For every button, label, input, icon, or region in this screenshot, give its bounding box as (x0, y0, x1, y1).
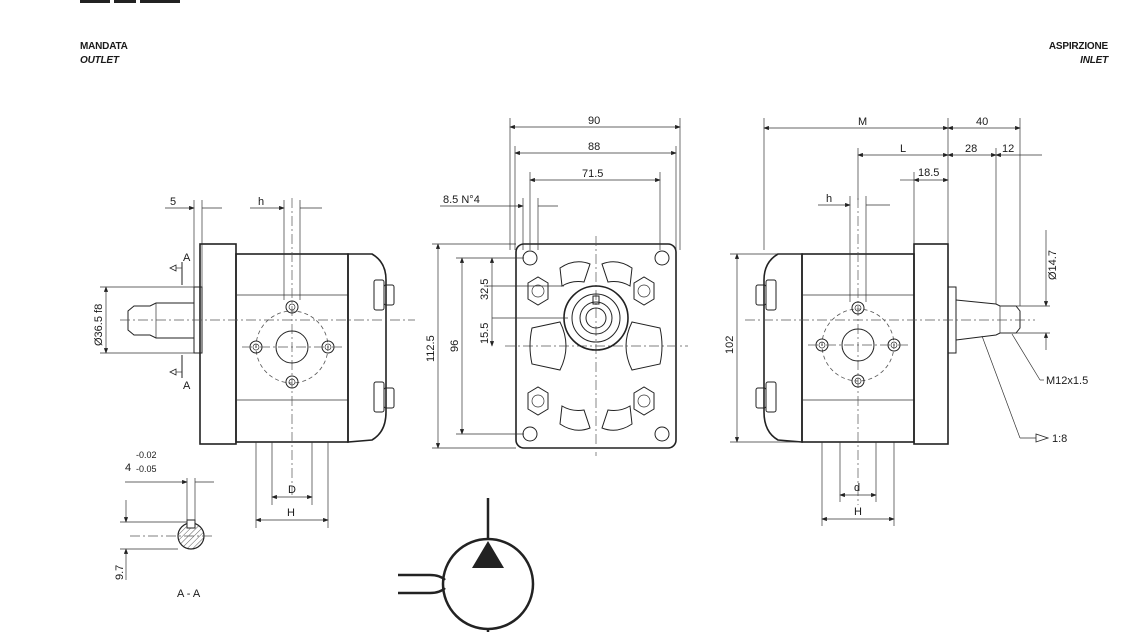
top-bar-decoration (80, 0, 190, 4)
inlet-label-english: INLET (1080, 55, 1108, 66)
outlet-label: MANDATA OUTLET (80, 40, 128, 68)
dim-shaft-diameter: Ø36.5 f8 (93, 304, 105, 346)
section-caption: A - A (177, 588, 201, 600)
dim-L-label: L (900, 143, 906, 155)
key-tol-upper: -0.02 (136, 450, 157, 460)
dim-H-label-left: H (287, 507, 295, 519)
dim-28-label: 28 (965, 143, 977, 155)
left-side-view: 5 h A A Ø36.5 f8 D H (93, 196, 415, 528)
outlet-label-english: OUTLET (80, 55, 119, 66)
dim-40-label: 40 (976, 116, 988, 128)
dim-M-label: M (858, 116, 867, 128)
section-a-bottom: A (183, 380, 191, 392)
dim-holes-label: 8.5 N°4 (443, 194, 480, 206)
right-tapered-shaft (955, 299, 1021, 341)
front-view: 90 88 71.5 8.5 N°4 112.5 96 32.5 15.5 (425, 115, 688, 456)
hydraulic-pump-symbol (398, 498, 535, 632)
dim-18-5-label: 18.5 (918, 167, 939, 179)
dim-102-label: 102 (724, 336, 736, 354)
dim-15-5-label: 15.5 (479, 323, 491, 344)
right-flange (913, 243, 949, 445)
dim-H-label-right: H (854, 506, 862, 518)
key-tol-main: 4 (125, 462, 131, 474)
key-tol-lower: -0.05 (136, 464, 157, 474)
dim-d-label: d (854, 482, 860, 494)
dim-D-label: D (288, 484, 296, 496)
dim-thread-label: M12x1.5 (1046, 375, 1088, 387)
dim-h-label-right: h (826, 193, 832, 205)
left-shaft (127, 302, 194, 339)
section-a-top: A (183, 252, 191, 264)
left-rear-cover (347, 253, 387, 443)
dim-88-label: 88 (588, 141, 600, 153)
outlet-label-italian: MANDATA (80, 41, 128, 52)
inlet-label: ASPIRZIONE INLET (1049, 40, 1108, 68)
dim-taper-label: 1:8 (1052, 433, 1067, 445)
key-section-view: -0.02 4 -0.05 9.7 A - A (114, 450, 215, 600)
dim-9-7-label: 9.7 (114, 565, 126, 580)
dim-h-label: h (258, 196, 264, 208)
dim-5-label: 5 (170, 196, 176, 208)
dim-14-7-label: Ø14.7 (1047, 250, 1059, 280)
left-flange (199, 243, 237, 445)
inlet-label-italian: ASPIRZIONE (1048, 41, 1108, 52)
dim-12-label: 12 (1002, 143, 1014, 155)
dim-71-5-label: 71.5 (582, 168, 603, 180)
right-side-view: M 40 L 28 12 18.5 h 102 Ø14.7 (724, 116, 1088, 526)
right-rear-cover (763, 253, 803, 443)
dim-90-label: 90 (588, 115, 600, 127)
dim-32-5-label: 32.5 (479, 279, 491, 300)
dim-96-label: 96 (449, 340, 461, 352)
dim-112-5-label: 112.5 (425, 335, 437, 362)
